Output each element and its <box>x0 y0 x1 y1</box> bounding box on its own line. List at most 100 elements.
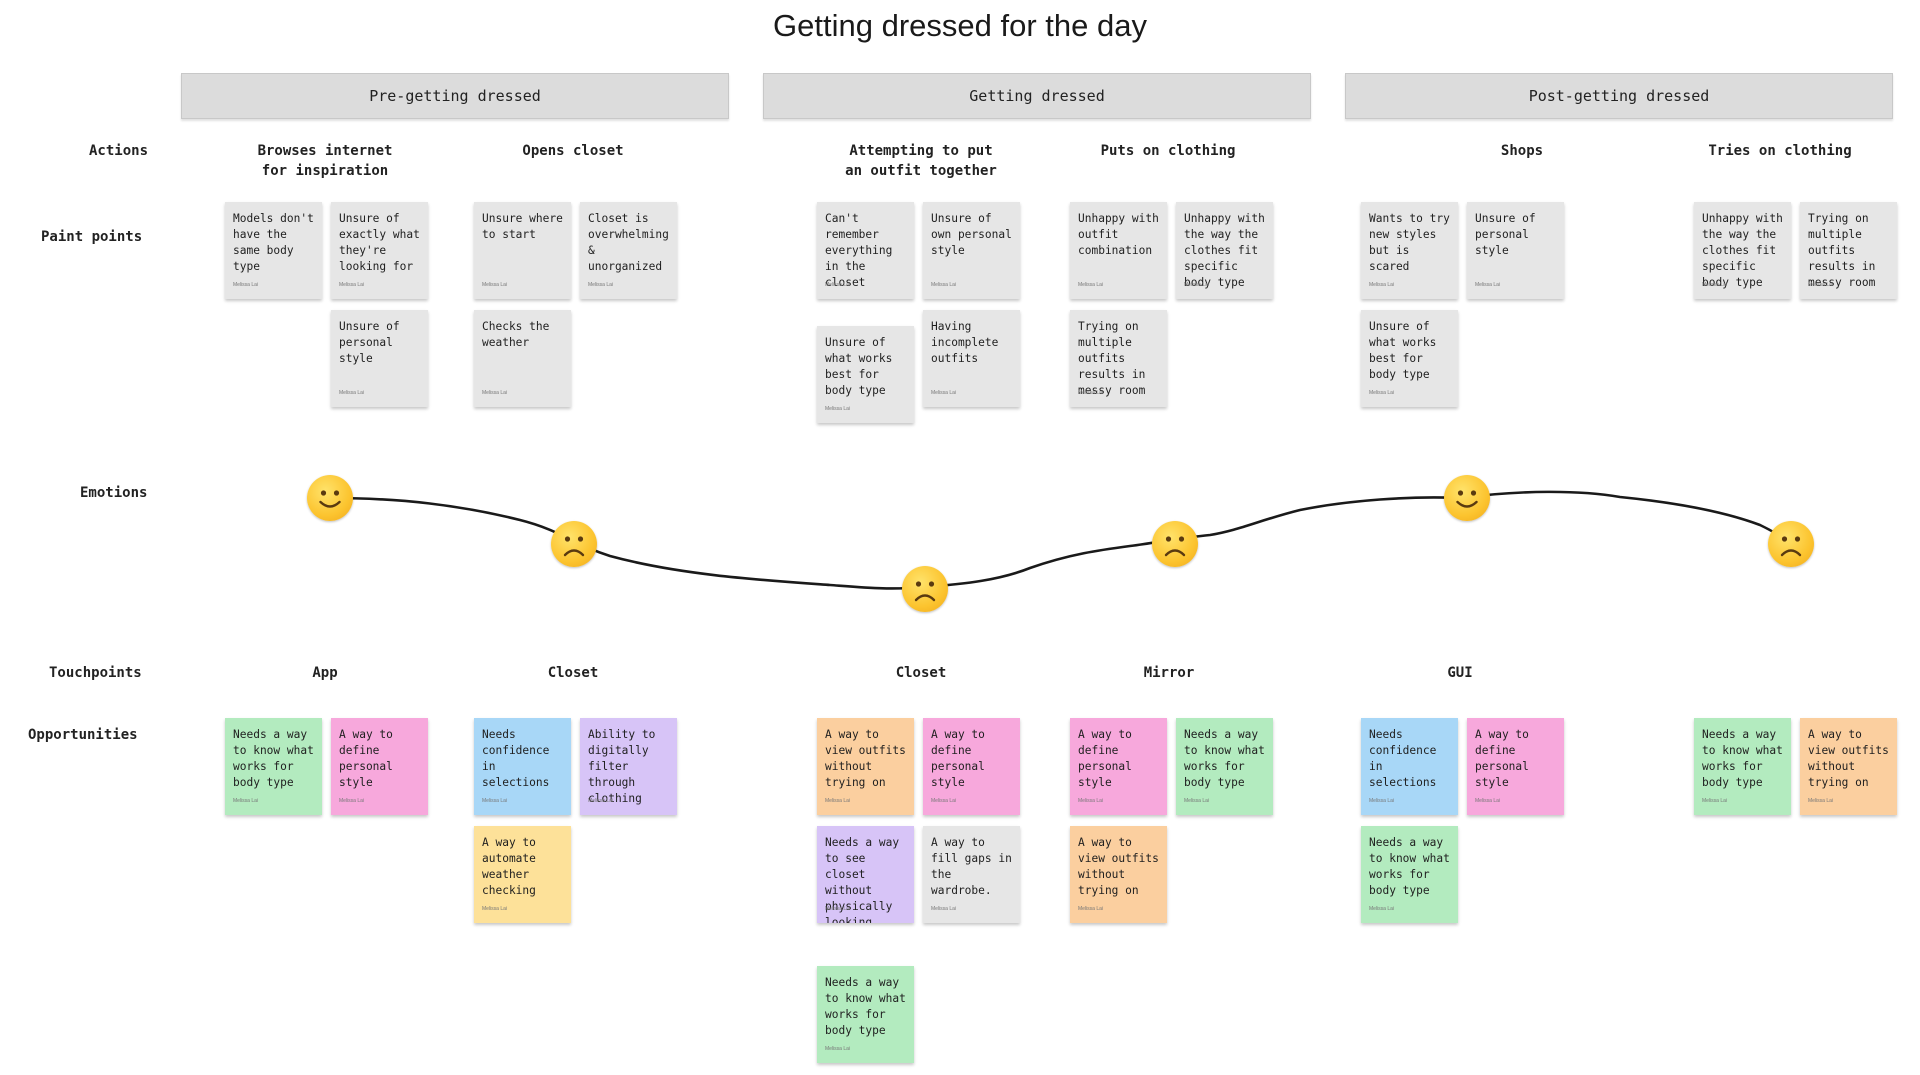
sticky-author: Melissa Lai <box>1702 798 1728 804</box>
sticky-author: Melissa Lai <box>1184 798 1210 804</box>
sticky-author: Melissa Lai <box>825 1046 851 1052</box>
action-browses-internet: Browses internet for inspiration <box>257 143 393 179</box>
sticky-author: Melissa Lai <box>931 282 957 288</box>
sticky-author: Melissa Lai <box>931 390 957 396</box>
sticky-author: Melissa Lai <box>1078 282 1104 288</box>
sticky-author: Melissa Lai <box>1808 282 1834 288</box>
sticky-author: Melissa Lai <box>482 798 508 804</box>
sticky-author: Melissa Lai <box>233 282 259 288</box>
sticky-author: Melissa Lai <box>1078 390 1104 396</box>
sticky-author: Melissa Lai <box>825 906 851 912</box>
opportunity-sticky[interactable]: Needs a way to know what works for body … <box>1176 718 1273 815</box>
sticky-text: Unsure where to start <box>482 212 563 241</box>
row-label-pain-points: Paint points <box>41 229 143 245</box>
sticky-text: Needs confidence in selections <box>1369 728 1437 789</box>
row-label-emotions: Emotions <box>80 485 148 501</box>
opportunity-sticky[interactable]: Needs a way to know what works for body … <box>1694 718 1791 815</box>
sticky-text: A way to define personal style <box>931 728 985 789</box>
sticky-author: Melissa Lai <box>1078 798 1104 804</box>
sticky-text: Needs a way to know what works for body … <box>825 976 906 1037</box>
opportunity-sticky[interactable]: A way to fill gaps in the wardrobe.Melis… <box>923 826 1020 923</box>
sticky-author: Melissa Lai <box>1184 282 1210 288</box>
row-label-opportunities: Opportunities <box>28 727 138 743</box>
map-title: Getting dressed for the day <box>773 8 1147 43</box>
opportunity-sticky[interactable]: Needs a way to know what works for body … <box>817 966 914 1063</box>
happy-face-icon <box>1444 475 1490 521</box>
sticky-text: Unhappy with the way the clothes fit spe… <box>1184 212 1265 289</box>
sticky-text: A way to view outfits without trying on <box>1808 728 1889 789</box>
sticky-text: A way to define personal style <box>1078 728 1132 789</box>
sticky-text: Ability to digitally filter through clot… <box>588 728 656 805</box>
sticky-text: Unhappy with the way the clothes fit spe… <box>1702 212 1783 289</box>
sticky-author: Melissa Lai <box>588 798 614 804</box>
sticky-text: Unsure of personal style <box>339 320 400 365</box>
opportunity-sticky[interactable]: Needs a way to know what works for body … <box>1361 826 1458 923</box>
sticky-author: Melissa Lai <box>1475 282 1501 288</box>
sticky-author: Melissa Lai <box>482 282 508 288</box>
opportunity-sticky[interactable]: Ability to digitally filter through clot… <box>580 718 677 815</box>
sticky-text: Unsure of personal style <box>1475 212 1536 257</box>
sticky-author: Melissa Lai <box>1369 390 1395 396</box>
pain-point-sticky[interactable]: Unsure of exactly what they're looking f… <box>331 202 428 299</box>
sticky-author: Melissa Lai <box>339 798 365 804</box>
opportunity-sticky[interactable]: Needs a way to know what works for body … <box>225 718 322 815</box>
pain-point-sticky[interactable]: Trying on multiple outfits results in me… <box>1800 202 1897 299</box>
sticky-text: Checks the weather <box>482 320 550 349</box>
sticky-text: Needs a way to know what works for body … <box>1702 728 1783 789</box>
pain-point-sticky[interactable]: Unhappy with the way the clothes fit spe… <box>1176 202 1273 299</box>
sticky-text: Needs a way to know what works for body … <box>1369 836 1450 897</box>
row-label-touchpoints: Touchpoints <box>49 665 142 681</box>
sticky-text: Needs a way to know what works for body … <box>1184 728 1265 789</box>
sticky-text: Wants to try new styles but is scared <box>1369 212 1450 273</box>
sticky-text: Closet is overwhelming & unorganized <box>588 212 669 273</box>
sticky-author: Melissa Lai <box>482 906 508 912</box>
pain-point-sticky[interactable]: Unhappy with the way the clothes fit spe… <box>1694 202 1791 299</box>
action-attempting-outfit: Attempting to put an outfit together <box>845 143 997 179</box>
sticky-text: Unhappy with outfit combination <box>1078 212 1159 257</box>
sad-face-icon <box>551 521 597 567</box>
sticky-author: Melissa Lai <box>1369 798 1395 804</box>
pain-point-sticky[interactable]: Trying on multiple outfits results in me… <box>1070 310 1167 407</box>
phase-header-during[interactable]: Getting dressed <box>763 73 1311 119</box>
sticky-author: Melissa Lai <box>825 798 851 804</box>
sticky-text: Needs a way to know what works for body … <box>233 728 314 789</box>
happy-face-icon <box>307 475 353 521</box>
sticky-text: A way to automate weather checking <box>482 836 536 897</box>
sticky-text: A way to define personal style <box>1475 728 1529 789</box>
opportunity-sticky[interactable]: Needs a way to see closet without physic… <box>817 826 914 923</box>
sticky-author: Melissa Lai <box>825 282 851 288</box>
phase-header-pre[interactable]: Pre-getting dressed <box>181 73 729 119</box>
row-label-actions: Actions <box>89 143 149 159</box>
touchpoint-closet: Closet <box>895 665 947 681</box>
sticky-text: Unsure of what works best for body type <box>1369 320 1437 381</box>
sticky-text: Trying on multiple outfits results in me… <box>1078 320 1146 397</box>
sticky-author: Melissa Lai <box>339 282 365 288</box>
sticky-author: Melissa Lai <box>482 390 508 396</box>
touchpoint-app: App <box>312 665 338 681</box>
phase-header-post[interactable]: Post-getting dressed <box>1345 73 1893 119</box>
action-tries-on-clothing: Tries on clothing <box>1708 143 1852 159</box>
